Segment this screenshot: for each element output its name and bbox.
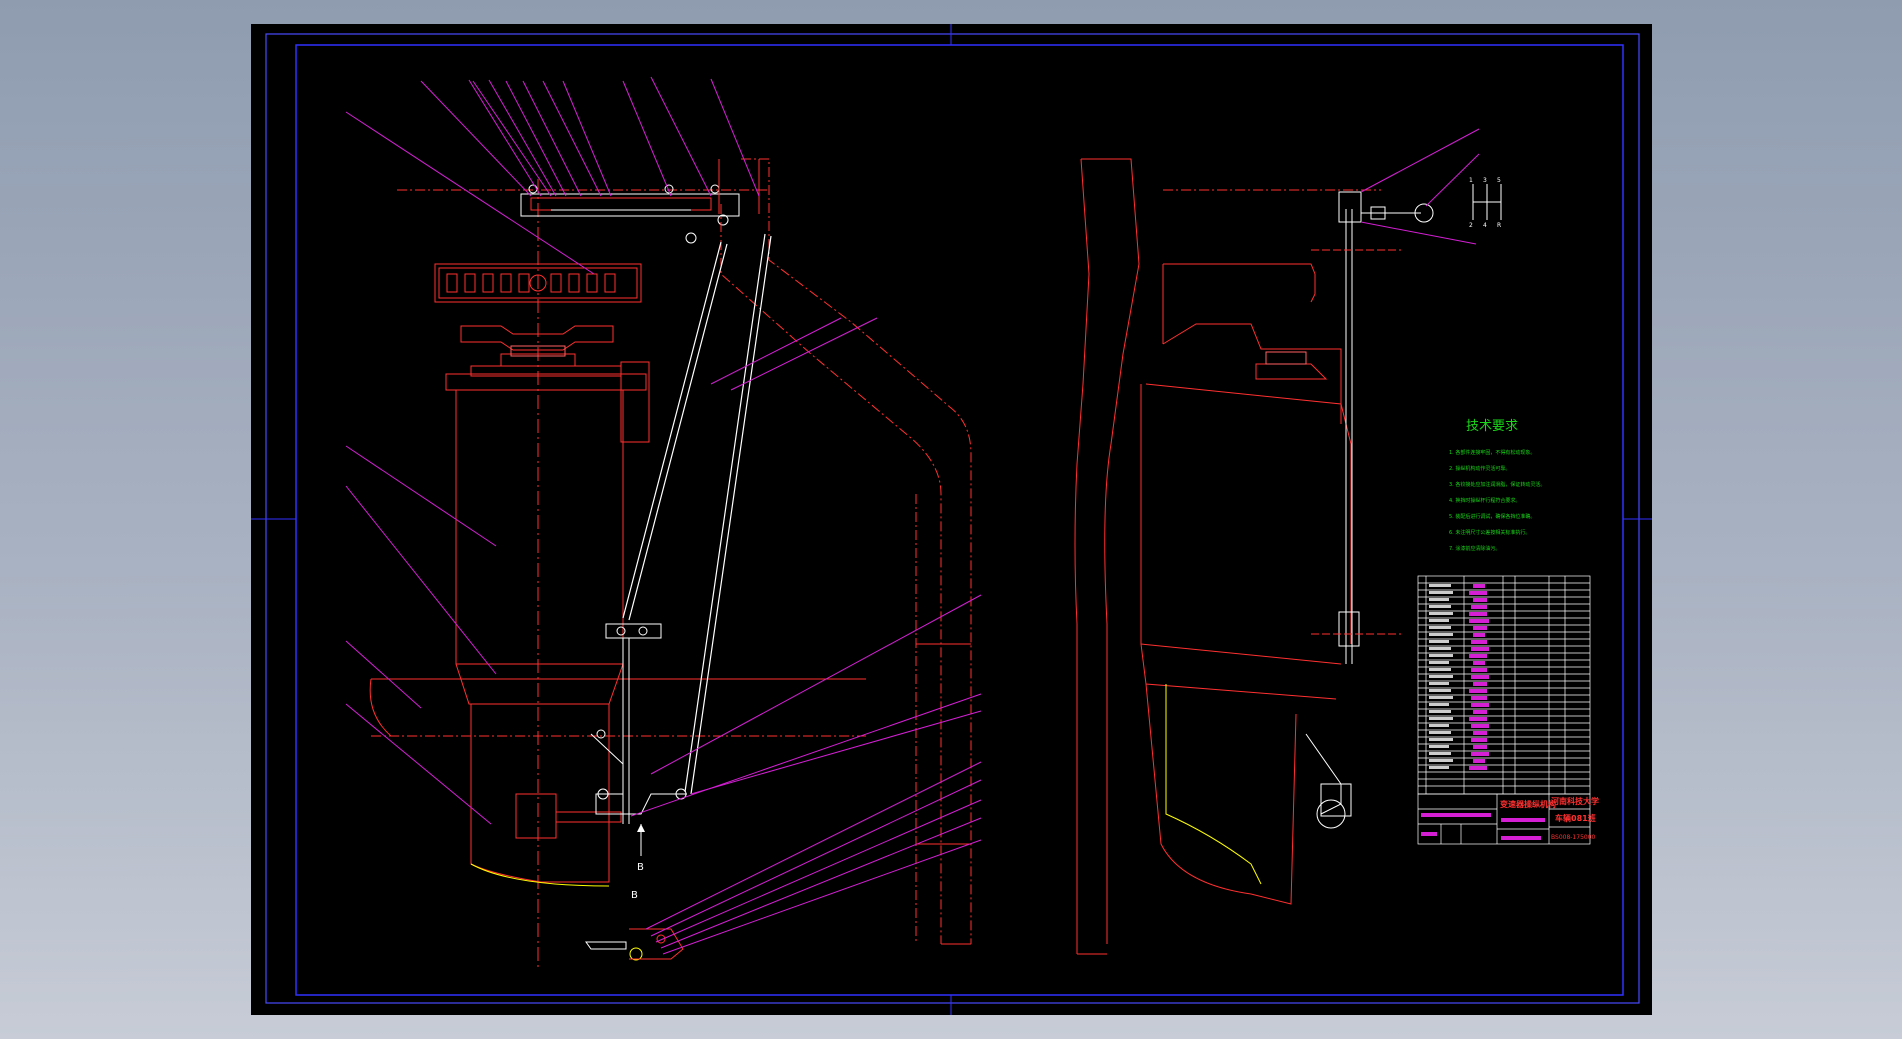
drawing-number: BS008-175000 — [1551, 834, 1596, 841]
outer-frame — [265, 33, 1640, 1004]
tech-requirement-6: 6. 未注明尺寸公差按相关标准执行。 — [1449, 529, 1530, 536]
cad-drawing-viewport[interactable]: B B — [251, 24, 1652, 1015]
cad-drawing-canvas: B B — [251, 24, 1652, 1015]
parts-list-entries — [1469, 584, 1489, 770]
svg-text:2: 2 — [1469, 222, 1473, 229]
view-label-b-upper: B — [637, 862, 644, 873]
right-view: 1 3 5 2 4 R — [1074, 158, 1502, 955]
svg-text:1: 1 — [1469, 177, 1473, 184]
tech-requirement-3: 3. 各铰接处应加注润滑脂，保证转动灵活。 — [1449, 481, 1545, 488]
svg-text:4: 4 — [1483, 222, 1487, 229]
parts-list-table — [1417, 575, 1591, 795]
view-label-b-lower: B — [631, 890, 638, 901]
inner-border — [295, 44, 1624, 996]
school-name: 河南科技大学 — [1551, 796, 1599, 806]
tech-requirements-title: 技术要求 — [1466, 419, 1518, 434]
parts-list-codes — [1429, 584, 1453, 769]
tech-requirement-2: 2. 操纵机构动作灵活可靠。 — [1449, 465, 1510, 472]
tech-requirement-5: 5. 装配后进行调试，确保各挡位准确。 — [1449, 513, 1535, 520]
left-view — [369, 158, 972, 969]
technical-requirements: 技术要求 1. 各部件连接牢固，不得有松动现象。 2. 操纵机构动作灵活可靠。 … — [1449, 419, 1545, 552]
tech-requirement-4: 4. 换挡时操纵杆行程符合要求。 — [1449, 497, 1520, 504]
tech-requirement-1: 1. 各部件连接牢固，不得有松动现象。 — [1449, 449, 1535, 456]
title-block — [1417, 793, 1591, 845]
leader-lines-right — [1360, 128, 1480, 245]
title-block-fields — [1421, 813, 1545, 840]
leader-lines-left — [345, 76, 982, 955]
class-name: 车辆081班 — [1555, 813, 1596, 823]
svg-text:3: 3 — [1483, 177, 1487, 184]
svg-text:R: R — [1497, 222, 1501, 229]
drawing-title: 变速器操纵机构 — [1500, 799, 1556, 809]
svg-text:5: 5 — [1497, 177, 1501, 184]
tech-requirement-7: 7. 涂漆前应清除油污。 — [1449, 545, 1500, 552]
